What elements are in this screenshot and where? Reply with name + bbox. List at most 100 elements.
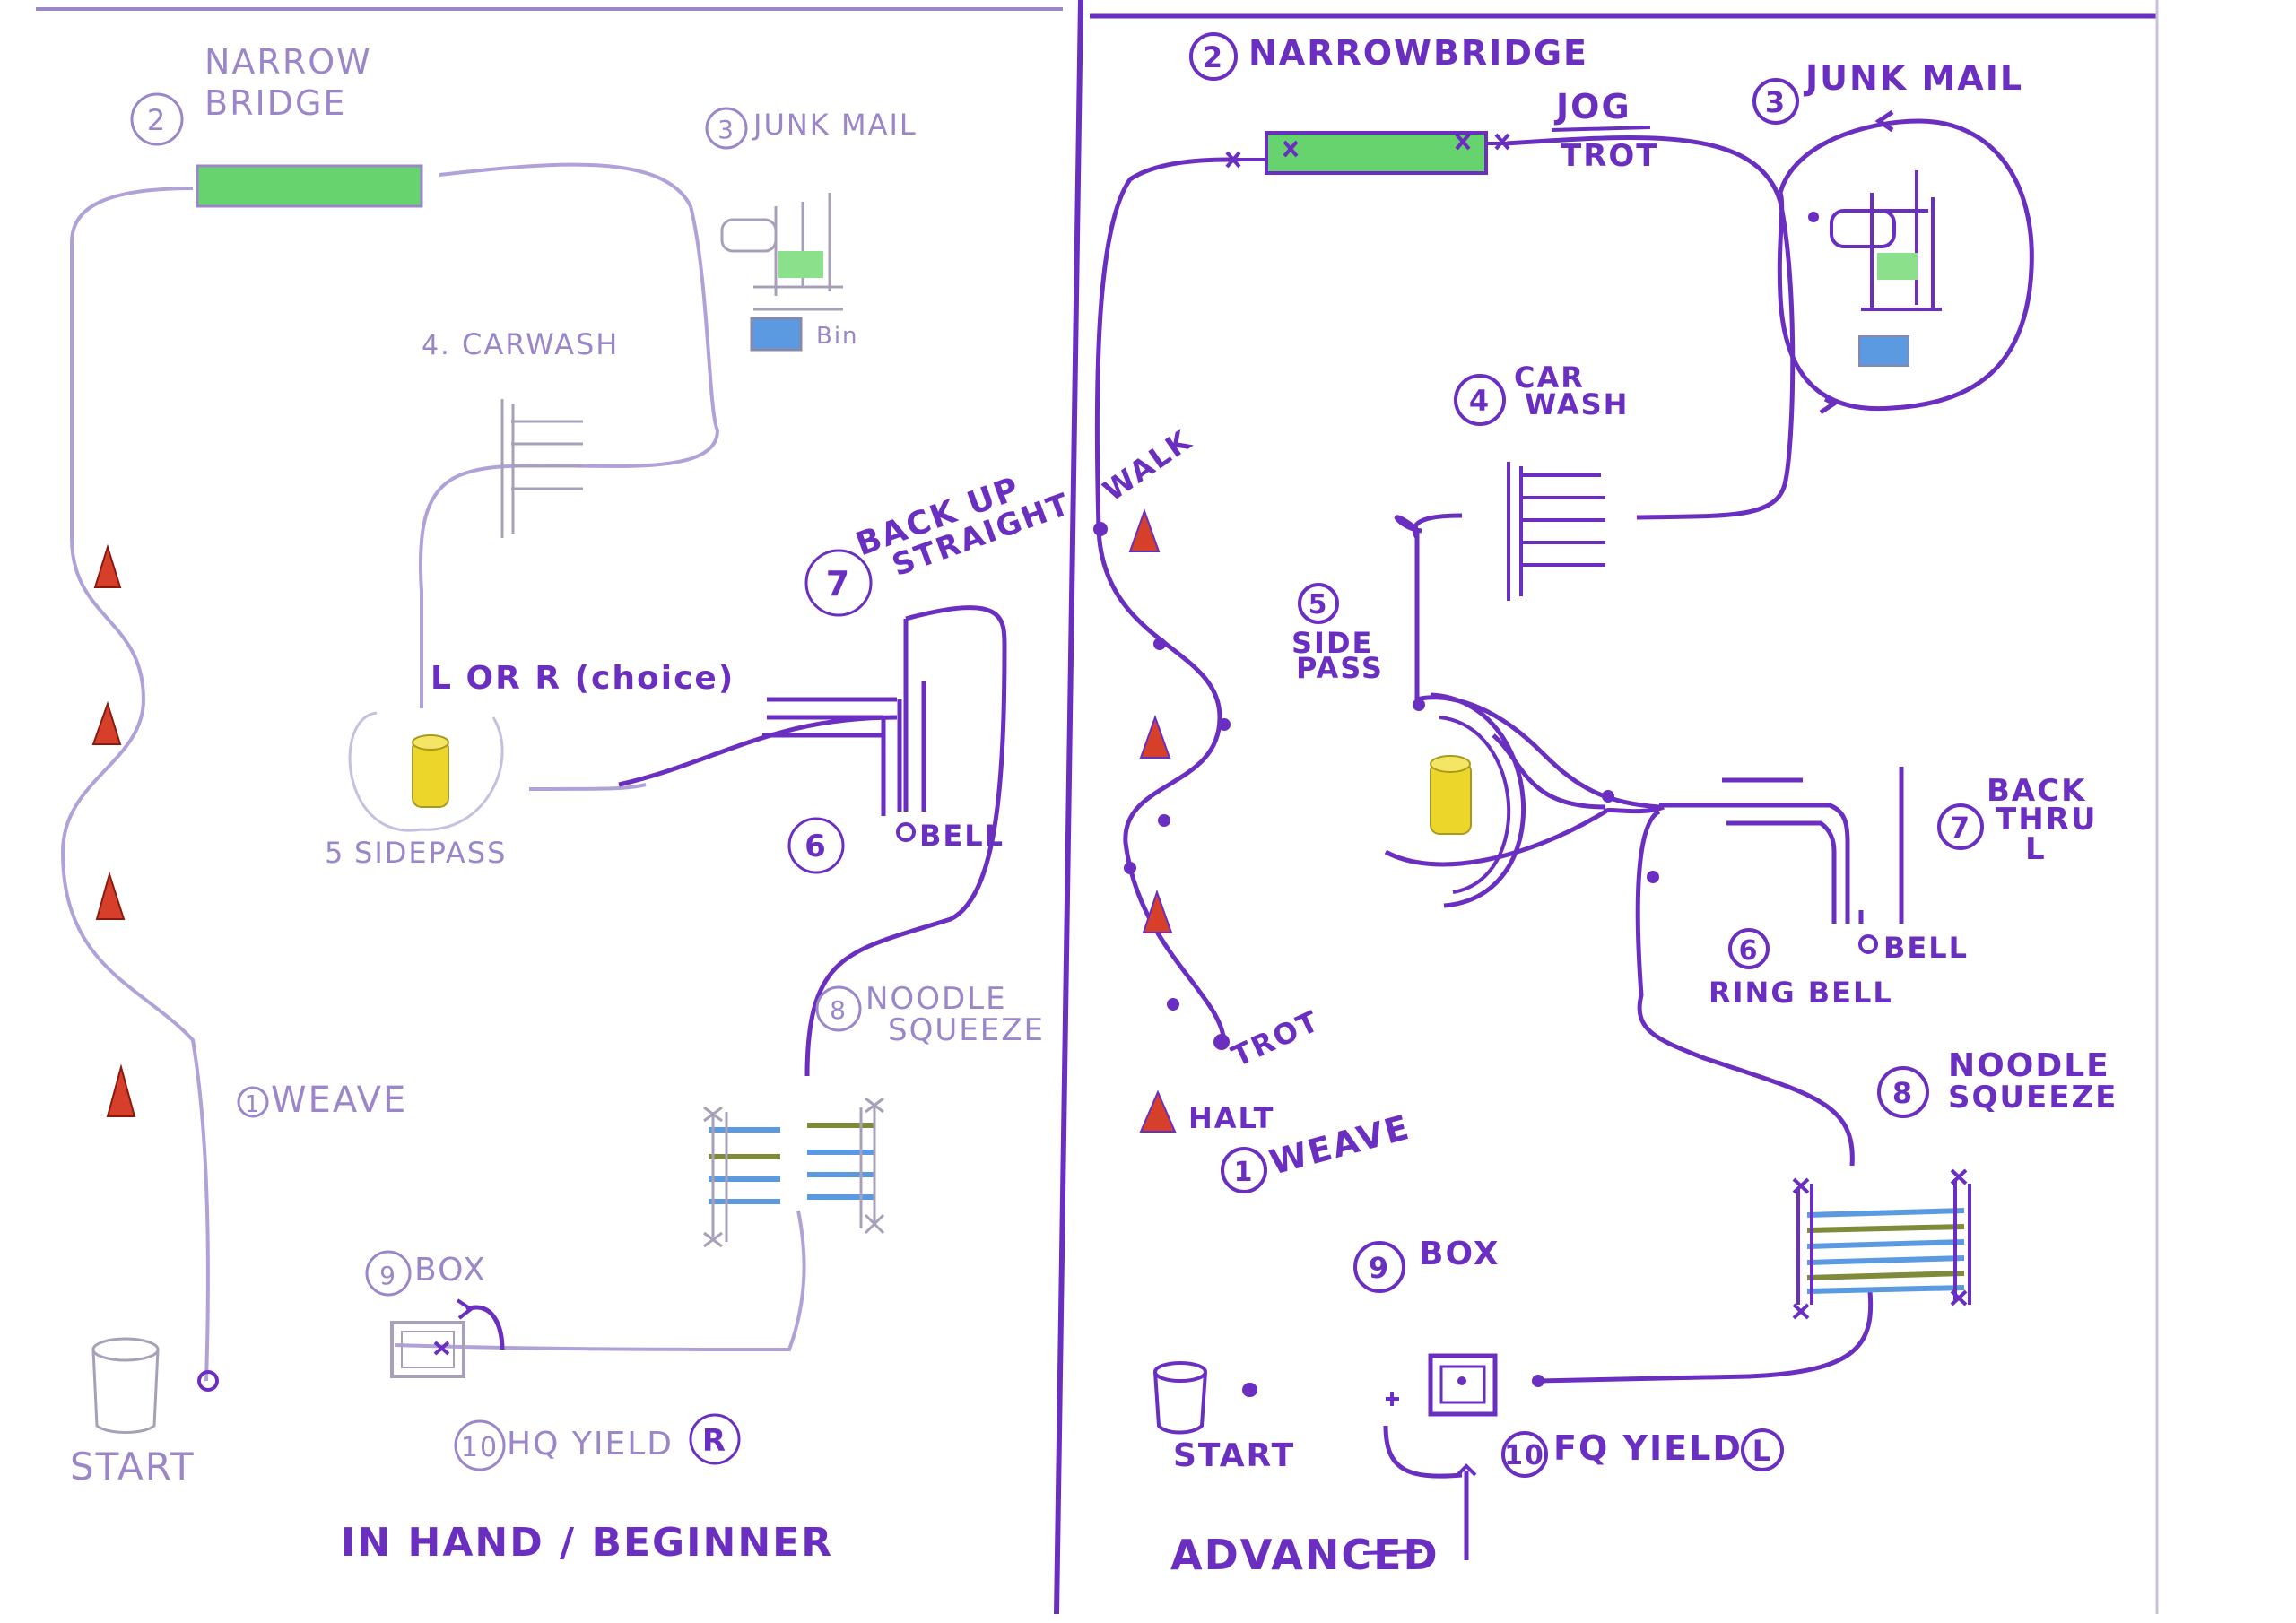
beginner-narrow-bridge xyxy=(196,164,423,208)
beginner-sidepass-label: SIDEPASS xyxy=(354,836,507,870)
advanced-junkmail-number: 3 xyxy=(1765,85,1787,119)
advanced-weave-cones xyxy=(1128,508,1177,1133)
beginner-start-label: START xyxy=(70,1445,196,1488)
cone-icon xyxy=(95,871,126,920)
advanced-trot-top-label: TROT xyxy=(1561,138,1658,174)
beginner-weave-label: WEAVE xyxy=(271,1080,407,1121)
advanced-junkmail-label: JUNK MAIL xyxy=(1803,58,2023,98)
advanced-trot-bottom-label: TROT xyxy=(1226,1003,1325,1073)
advanced-noodle-squeeze xyxy=(1792,1168,1971,1320)
beginner-box-number: 9 xyxy=(379,1261,397,1290)
advanced-yield-number: 10 xyxy=(1504,1440,1545,1471)
beginner-noodle-label-1: NOODLE xyxy=(865,981,1007,1017)
advanced-weave-label-group: WEAVE xyxy=(1265,1107,1414,1183)
cone-icon xyxy=(91,700,122,745)
beginner-noodle-squeeze xyxy=(703,1097,885,1248)
beginner-bridge-number: 2 xyxy=(147,103,167,137)
advanced-weave-number: 1 xyxy=(1234,1157,1255,1188)
beginner-bridge-label-2: BRIDGE xyxy=(204,83,346,123)
sheet-borders xyxy=(36,0,2159,1615)
advanced-start-label: START xyxy=(1173,1437,1295,1474)
advanced-sidepass-label-2: PASS xyxy=(1296,651,1384,685)
cone-icon xyxy=(1139,1089,1177,1133)
advanced-jog-label: JOG xyxy=(1553,87,1631,126)
advanced-path-dots xyxy=(1093,212,1819,1397)
beginner-heading: IN HAND / BEGINNER xyxy=(341,1520,833,1566)
beginner-yield-label: HQ YIELD xyxy=(507,1426,674,1462)
advanced-start-dot xyxy=(1243,1383,1257,1397)
advanced-box xyxy=(1386,1353,1498,1477)
beginner-sidepass xyxy=(348,711,504,832)
advanced-carwash-label-1: CAR xyxy=(1514,360,1585,395)
beginner-course: 2 NARROW BRIDGE 3 JUNK MAIL Bin 4. CARWA… xyxy=(60,42,1075,1566)
advanced-bell-icon xyxy=(1858,934,1878,954)
advanced-heading-dash xyxy=(1362,1549,1422,1555)
advanced-box-number: 9 xyxy=(1369,1251,1390,1285)
advanced-sidepass-number: 5 xyxy=(1309,589,1329,621)
beginner-box xyxy=(390,1298,505,1378)
advanced-car-wash xyxy=(1507,462,1605,601)
advanced-walk-label-group: WALK xyxy=(1097,422,1198,508)
advanced-ringbell-number: 6 xyxy=(1739,935,1760,967)
advanced-weave-label: WEAVE xyxy=(1265,1107,1414,1183)
advanced-bridge-label: NARROWBRIDGE xyxy=(1248,33,1588,73)
cone-icon xyxy=(106,1063,136,1117)
beginner-bell-icon xyxy=(896,822,916,842)
beginner-bridge-label-1: NARROW xyxy=(204,42,372,82)
advanced-sidepass-label-1: SIDE xyxy=(1292,626,1373,660)
advanced-heading: ADVANCED xyxy=(1170,1531,1439,1579)
beginner-car-wash xyxy=(500,399,583,538)
beginner-junkmail-number: 3 xyxy=(718,115,735,144)
advanced-backthru-number: 7 xyxy=(1950,811,1971,845)
cone-icon xyxy=(1142,889,1173,933)
beginner-path-bold xyxy=(618,605,1007,1077)
advanced-trot-bottom-group: TROT xyxy=(1226,1003,1325,1073)
beginner-junk-mail xyxy=(720,193,843,352)
beginner-noodle-number: 8 xyxy=(830,995,848,1025)
beginner-start-barrel xyxy=(91,1337,160,1434)
beginner-weave-number: 1 xyxy=(245,1091,262,1118)
beginner-yield-direction: R xyxy=(702,1423,727,1459)
advanced-backthru-label-2: THRU xyxy=(1996,802,2097,838)
beginner-yield-number: 10 xyxy=(461,1432,499,1463)
beginner-start-dot xyxy=(197,1370,219,1392)
advanced-noodle-label-2: SQUEEZE xyxy=(1948,1080,2118,1115)
advanced-backthru-label-1: BACK xyxy=(1987,773,2087,809)
advanced-yield-label: FQ YIELD xyxy=(1553,1428,1743,1468)
cone-icon xyxy=(93,543,122,588)
advanced-box-label: BOX xyxy=(1419,1236,1500,1272)
advanced-junkmail-loop xyxy=(1777,109,2034,415)
beginner-carwash-number: 4. xyxy=(422,330,451,361)
beginner-backup-number: 7 xyxy=(826,564,851,603)
cone-icon xyxy=(1139,715,1171,759)
advanced-narrow-bridge xyxy=(1225,131,1511,175)
cone-icon xyxy=(1128,508,1161,552)
advanced-bell-label: BELL xyxy=(1883,931,1969,965)
beginner-bell-number: 6 xyxy=(804,829,828,864)
advanced-jog-divider xyxy=(1551,126,1651,132)
advanced-backthru-rails xyxy=(1659,767,1904,924)
beginner-bin-label: Bin xyxy=(816,323,859,350)
advanced-ringbell-label: RING BELL xyxy=(1709,976,1893,1010)
advanced-yield-direction: L xyxy=(1752,1434,1772,1468)
beginner-junkmail-label: JUNK MAIL xyxy=(752,108,918,142)
beginner-choice-label: L OR R (choice) xyxy=(430,660,735,697)
advanced-noodle-number: 8 xyxy=(1892,1076,1914,1110)
beginner-bell-label: BELL xyxy=(919,819,1004,853)
advanced-path xyxy=(1094,135,1874,1560)
beginner-carwash-label: CARWASH xyxy=(462,327,619,361)
advanced-sidepass xyxy=(1430,692,1526,908)
advanced-halt-label: HALT xyxy=(1188,1101,1274,1135)
advanced-carwash-number: 4 xyxy=(1469,384,1491,418)
advanced-carwash-label-2: WASH xyxy=(1525,387,1629,421)
advanced-noodle-label-1: NOODLE xyxy=(1948,1047,2110,1084)
advanced-bridge-number: 2 xyxy=(1203,40,1224,74)
beginner-sidepass-number: 5 xyxy=(325,836,344,870)
advanced-start-barrel xyxy=(1153,1361,1207,1435)
beginner-number-circles xyxy=(130,92,873,1471)
advanced-course: 2 NARROWBRIDGE 3 JUNK MAIL JOG TROT 4 CA… xyxy=(1093,32,2118,1579)
beginner-noodle-label-2: SQUEEZE xyxy=(888,1012,1045,1048)
center-divider xyxy=(1054,0,1083,1615)
